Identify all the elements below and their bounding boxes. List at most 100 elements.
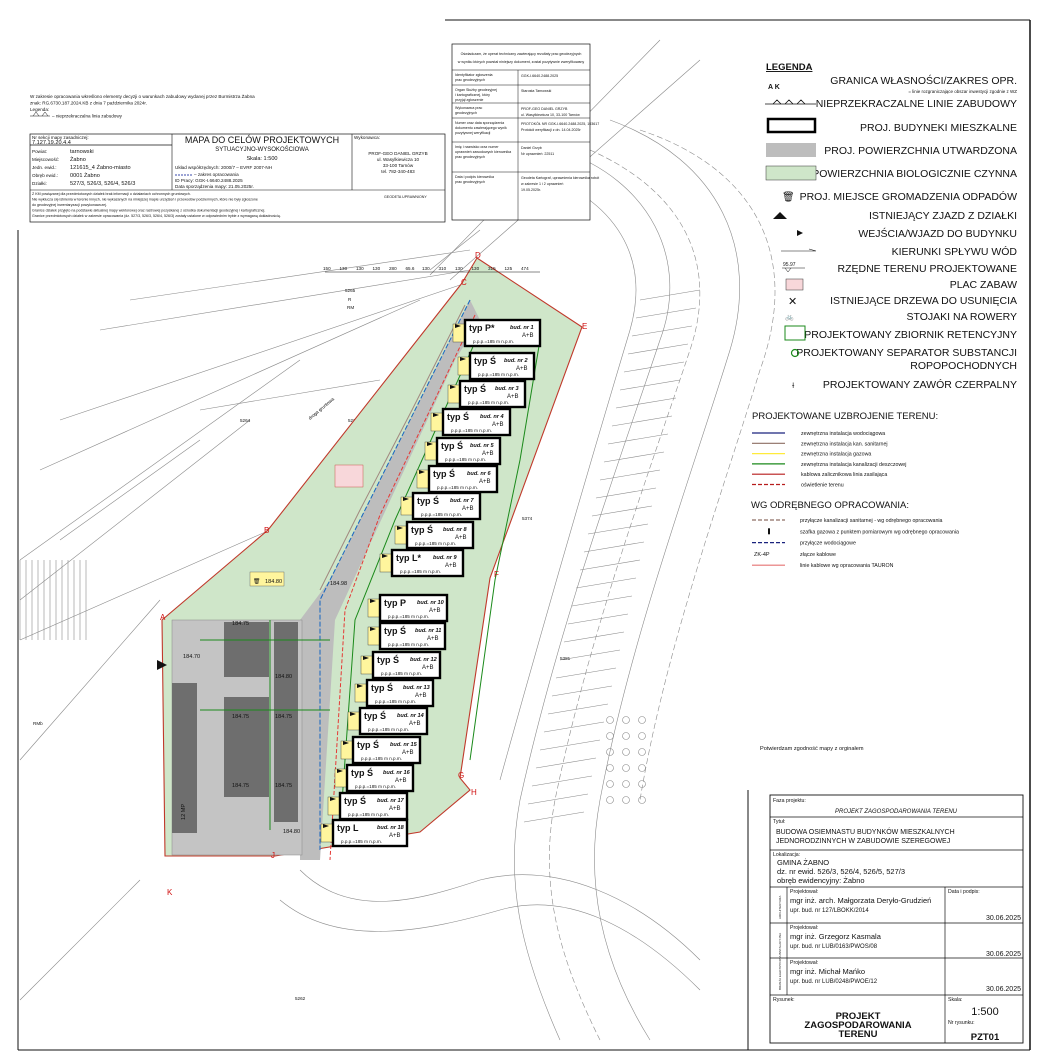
- building-type: typ Ś: [433, 468, 455, 479]
- survey-hatch: [631, 325, 693, 337]
- dimension-label: 130: [422, 266, 430, 271]
- survey-hatch: [575, 577, 637, 589]
- paved-symbol: [766, 143, 816, 157]
- designer-label: Projektował:: [790, 889, 818, 895]
- building-outline: [463, 318, 542, 348]
- building-level: p.p.p.=185 m n.p.m.: [368, 727, 409, 732]
- survey-hatch: [611, 415, 673, 427]
- designer-name: mgr inż. Grzegorz Kasmala: [790, 932, 882, 941]
- designer-date: 30.06.2025: [986, 986, 1021, 993]
- entrance-flag-icon: [455, 324, 461, 328]
- header-bottom-note: Granice przedmiotowych działek w zakresi…: [32, 214, 281, 218]
- surveyor-stamp: GEODETA UPRAWNIONY: [384, 195, 427, 199]
- elevation-label: 184.80: [283, 829, 300, 835]
- cable-joint-symbol: ZK-4P: [754, 552, 770, 558]
- paved-driveway: [300, 300, 480, 860]
- boundary-point-B: B: [264, 526, 269, 535]
- survey-hatch: [551, 685, 613, 697]
- building-level: p.p.p.=185 m n.p.m.: [478, 372, 519, 377]
- boundary-point-D: D: [475, 251, 481, 260]
- header-row-label: Miejscowość:: [32, 157, 59, 162]
- dimension-label: 65.6: [406, 266, 415, 271]
- range-label: – zakres opracowania: [194, 172, 239, 177]
- elevation-label: 184.75: [232, 714, 249, 720]
- road-edge: [549, 149, 701, 1041]
- building-type: typ Ś: [441, 440, 463, 451]
- building-type: typ Ś: [364, 710, 386, 721]
- building-level: p.p.p.=185 m n.p.m.: [381, 671, 422, 676]
- designer-license: upr. bud. nr LUB/0163/PWOS/08: [790, 944, 878, 950]
- entrance-arrow-icon: [157, 660, 167, 670]
- survey-line: [129, 249, 471, 301]
- utility-label: kablowa zalicznikowa linia zasilająca: [801, 472, 887, 478]
- legend-item-label: PROJ. MIEJSCE GROMADZENIA ODPADÓW: [800, 190, 1017, 203]
- stamp-row-label: Numer oraz data sporządzenia: [455, 121, 504, 125]
- road-edge: [513, 149, 671, 1041]
- tree-icon: [638, 780, 646, 788]
- tap-valve-icon: ɫ: [792, 383, 795, 390]
- header-row-value: tarnowski: [70, 149, 94, 155]
- contractor-line: PROF-GEO DANIEL GRZYB: [368, 151, 427, 156]
- utility-line: [319, 299, 471, 850]
- tree-icon: [638, 764, 646, 772]
- designer-date: 30.06.2025: [986, 951, 1021, 958]
- parcel-number: 5374: [522, 516, 533, 521]
- building-number: bud. nr 8: [443, 527, 468, 533]
- survey-hatch: [623, 361, 685, 373]
- building-type: typ P*: [469, 323, 495, 333]
- stamp-row-label: Imię i nazwisko oraz numer: [455, 145, 499, 149]
- phase-value: PROJEKT ZAGOSPODAROWANIA TERENU: [835, 809, 958, 815]
- building-outline: [458, 379, 527, 409]
- legend-item-label: PLAC ZABAW: [950, 279, 1017, 291]
- trash-icon: 🗑: [782, 191, 795, 203]
- date-label: Data i podpis:: [948, 889, 980, 895]
- tree-icon: [622, 716, 630, 724]
- building-group: A+B: [427, 636, 439, 642]
- stamp-row-label: Wykonawca prac: [455, 106, 483, 110]
- survey-hatch: [539, 739, 601, 751]
- utility-line: [319, 304, 466, 591]
- building-group: A+B: [395, 778, 407, 784]
- boundary-point-C: C: [461, 278, 467, 287]
- survey-hatch: [579, 559, 641, 571]
- survey-line: [99, 269, 471, 331]
- header-bottom-note: Nie wyklucza się istnienia w terenie inn…: [32, 198, 258, 202]
- survey-hatch: [559, 649, 621, 661]
- stamp-row-value: Daniel Grzyb: [521, 146, 542, 150]
- elevation-label: 184.75: [275, 783, 292, 789]
- building-number: bud. nr 14: [397, 713, 425, 719]
- tree-icon: [638, 732, 646, 740]
- building-level: p.p.p.=185 m n.p.m.: [361, 756, 402, 761]
- tree-icon: [622, 764, 630, 772]
- tree-icon: [606, 780, 614, 788]
- drawing-title: TERENU: [838, 1029, 877, 1040]
- parking-spaces: [224, 622, 269, 677]
- tree-removal-icon: ✕: [788, 296, 797, 308]
- parcel-number: R: [348, 297, 352, 302]
- entrance-arrow-icon: [797, 230, 803, 236]
- building-type: typ Ś: [384, 625, 406, 636]
- elevation-label: 184.80: [275, 674, 292, 680]
- separate-title: WG ODRĘBNEGO OPRACOWANIA:: [751, 500, 909, 511]
- boundary-point-G: G: [458, 771, 464, 780]
- elevation-label: 184.75: [275, 714, 292, 720]
- building-level: p.p.p.=185 m n.p.m.: [375, 699, 416, 704]
- building-outline: [351, 735, 422, 765]
- stamp-heading: Oświadczam, że operat techniczny zawiera…: [461, 52, 582, 56]
- utility-label: zewnętrzna instalacja gazowa: [801, 452, 871, 458]
- building-type: typ L: [337, 823, 359, 833]
- building-number: bud. nr 3: [495, 386, 520, 392]
- building-outline: [358, 706, 429, 736]
- building-number: bud. nr 1: [510, 325, 534, 331]
- designer-branch: ARCHITEKTURA: [778, 896, 782, 919]
- building-level: p.p.p.=185 m n.p.m.: [445, 457, 486, 462]
- stamp-row-value: Geodeta Kartograf, uprawnienia kierownik…: [521, 176, 599, 180]
- stamp-row-label: Identyfikator zgłoszenia: [455, 73, 493, 77]
- building-outline: [371, 650, 442, 680]
- header-row-value: 0001 Żabno: [70, 172, 100, 179]
- dimension-label: 130: [340, 266, 348, 271]
